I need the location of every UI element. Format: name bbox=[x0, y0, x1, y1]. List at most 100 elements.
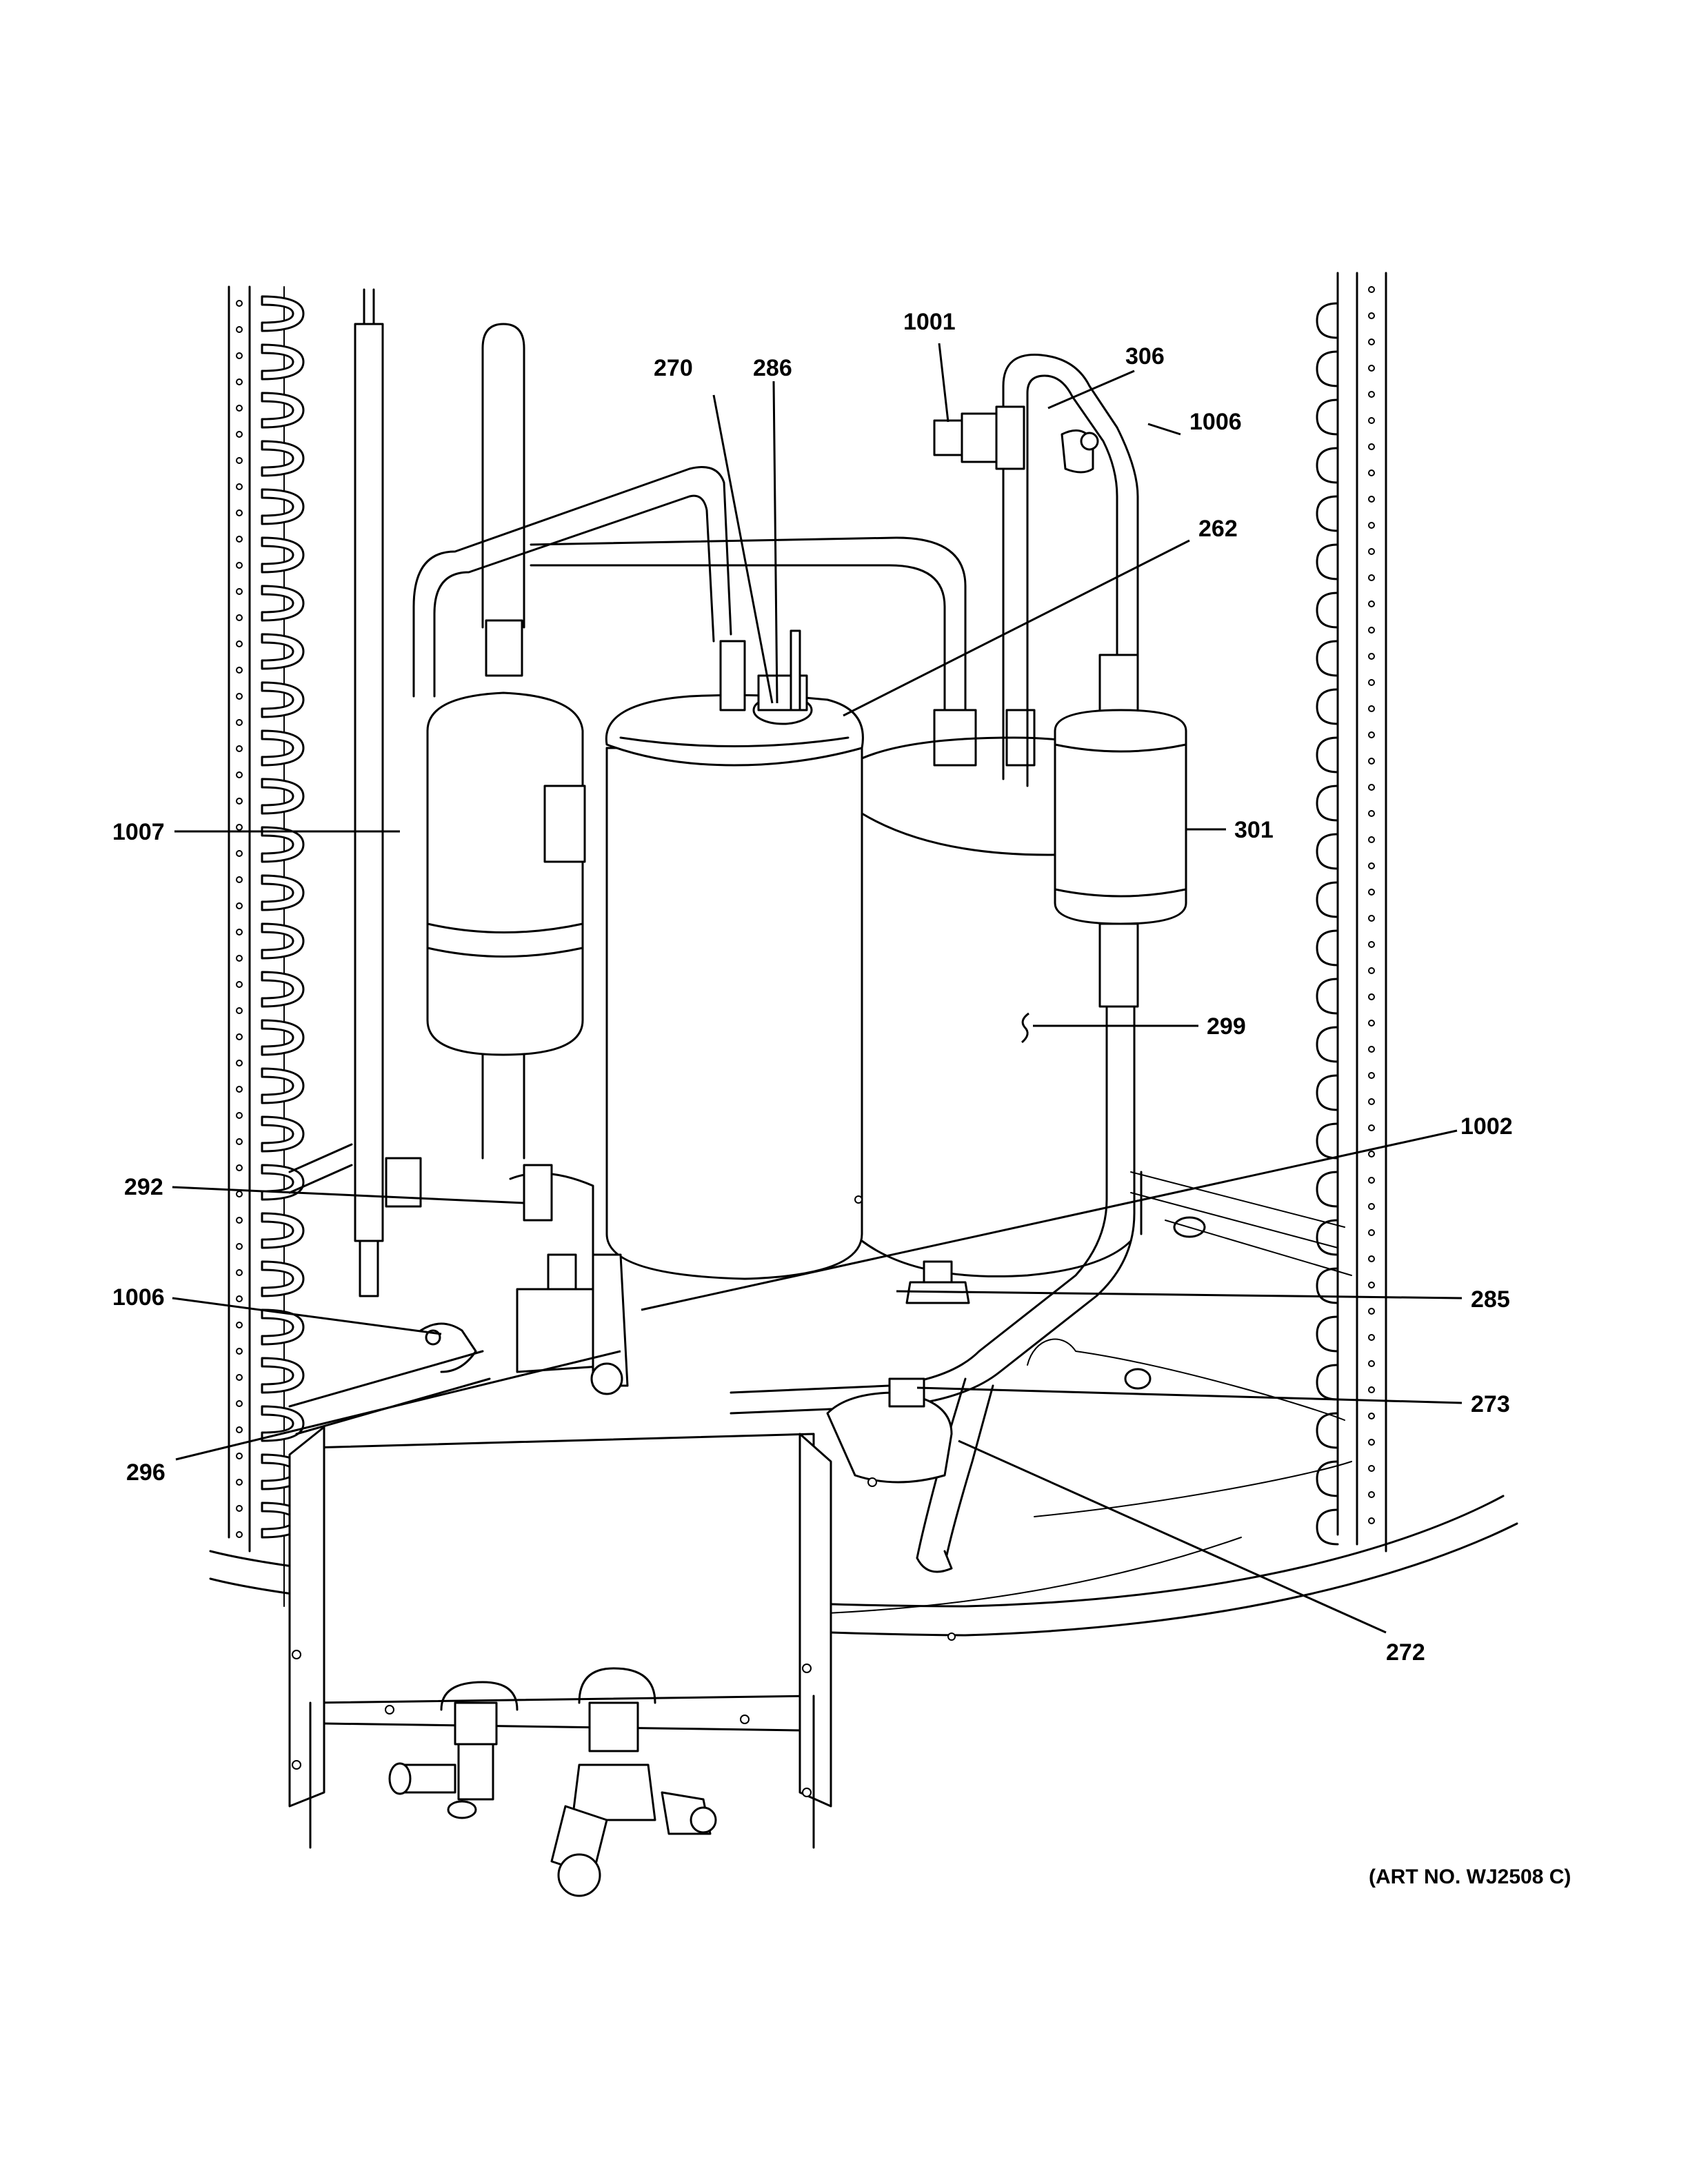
rivet-hole bbox=[1368, 941, 1375, 948]
rivet-hole bbox=[1368, 338, 1375, 345]
discharge-piping bbox=[412, 323, 1139, 787]
rivet-hole bbox=[236, 1479, 243, 1486]
rivet-hole bbox=[1368, 836, 1375, 843]
rivet-hole bbox=[1368, 365, 1375, 372]
rivet-hole bbox=[236, 719, 243, 726]
coil-hairpin bbox=[1316, 1460, 1339, 1497]
rivet-hole bbox=[236, 902, 243, 909]
rivet-hole bbox=[1368, 862, 1375, 869]
rivet-hole bbox=[236, 588, 243, 595]
coil-hairpin bbox=[261, 440, 305, 477]
rivet-hole bbox=[1368, 1072, 1375, 1079]
rivet-hole bbox=[1368, 1386, 1375, 1393]
rivet-hole bbox=[1368, 574, 1375, 581]
coil-hairpin bbox=[261, 1357, 305, 1394]
coil-hairpin bbox=[261, 343, 305, 381]
coil-hairpin bbox=[1316, 1219, 1339, 1256]
coil-hairpin bbox=[1316, 1026, 1339, 1063]
rivet-hole bbox=[236, 1060, 243, 1066]
coil-hairpin bbox=[1316, 785, 1339, 822]
rivet-hole bbox=[1368, 1151, 1375, 1157]
rivet-hole bbox=[236, 431, 243, 438]
callout-306: 306 bbox=[1125, 343, 1165, 370]
rivet-hole bbox=[236, 326, 243, 333]
rivet-hole bbox=[236, 614, 243, 621]
rivet-hole bbox=[236, 1426, 243, 1433]
rivet-hole bbox=[236, 929, 243, 936]
rivet-hole bbox=[1368, 469, 1375, 476]
coil-hairpin bbox=[1316, 447, 1339, 484]
rivet-hole bbox=[236, 1086, 243, 1093]
rivet-hole bbox=[236, 1505, 243, 1512]
rivet-hole bbox=[1368, 627, 1375, 634]
pressure-fittings bbox=[933, 405, 1099, 474]
rivet-hole bbox=[1368, 1360, 1375, 1367]
rivet-hole bbox=[236, 1348, 243, 1355]
rivet-hole bbox=[236, 300, 243, 307]
coil-hairpin bbox=[1316, 398, 1339, 436]
callout-299: 299 bbox=[1207, 1013, 1246, 1040]
rivet-hole bbox=[236, 771, 243, 778]
callout-1007: 1007 bbox=[112, 819, 165, 845]
coil-hairpin bbox=[1316, 640, 1339, 677]
coil-hairpin bbox=[261, 1067, 305, 1104]
rivet-hole bbox=[1368, 1517, 1375, 1524]
rivet-hole bbox=[1368, 758, 1375, 765]
coil-hairpin bbox=[1316, 302, 1339, 339]
rivet-hole bbox=[236, 352, 243, 359]
rivet-hole bbox=[236, 798, 243, 805]
coil-hairpin bbox=[1316, 592, 1339, 629]
coil-hairpin bbox=[261, 1164, 305, 1201]
left-coil-frame bbox=[228, 285, 305, 1607]
callout-296: 296 bbox=[126, 1459, 165, 1486]
rivet-hole bbox=[236, 955, 243, 962]
rivet-hole bbox=[236, 1007, 243, 1014]
coil-hairpin bbox=[261, 826, 305, 863]
rivet-hole bbox=[1368, 1177, 1375, 1184]
callout-273: 273 bbox=[1471, 1391, 1510, 1417]
rivet-hole bbox=[1368, 993, 1375, 1000]
coil-hairpin bbox=[261, 633, 305, 670]
coil-hairpin bbox=[1316, 1267, 1339, 1304]
rivet-hole bbox=[236, 1033, 243, 1040]
rivet-hole bbox=[236, 693, 243, 700]
rivet-hole bbox=[1368, 1308, 1375, 1315]
callout-1006-top: 1006 bbox=[1189, 409, 1242, 435]
coil-hairpin bbox=[261, 1260, 305, 1297]
rivet-hole bbox=[236, 509, 243, 516]
rivet-hole bbox=[1368, 810, 1375, 817]
coil-hairpin bbox=[1316, 1315, 1339, 1353]
callout-1002: 1002 bbox=[1460, 1113, 1513, 1140]
rivet-hole bbox=[1368, 1098, 1375, 1105]
rivet-hole bbox=[236, 457, 243, 464]
coil-hairpin bbox=[261, 1019, 305, 1056]
rivet-hole bbox=[236, 1531, 243, 1538]
coil-hairpin bbox=[261, 1308, 305, 1346]
rivet-hole bbox=[236, 981, 243, 988]
rivet-hole bbox=[1368, 784, 1375, 791]
coil-hairpin bbox=[1316, 1171, 1339, 1208]
rivet-hole bbox=[236, 378, 243, 385]
rivet-hole bbox=[1368, 522, 1375, 529]
callout-262: 262 bbox=[1198, 516, 1238, 542]
rivet-hole bbox=[1368, 1413, 1375, 1419]
rivet-hole bbox=[236, 850, 243, 857]
rivet-hole bbox=[1368, 967, 1375, 974]
coil-hairpin bbox=[1316, 1074, 1339, 1111]
coil-hairpin bbox=[261, 536, 305, 574]
coil-hairpin bbox=[261, 1115, 305, 1153]
coil-hairpin bbox=[261, 1405, 305, 1442]
rivet-hole bbox=[1368, 705, 1375, 712]
callout-1006-left: 1006 bbox=[112, 1284, 165, 1311]
rivet-hole bbox=[236, 1217, 243, 1224]
rivet-hole bbox=[1368, 1046, 1375, 1053]
callout-1001: 1001 bbox=[903, 309, 956, 335]
coil-hairpin bbox=[261, 922, 305, 960]
callout-292: 292 bbox=[124, 1174, 163, 1200]
rivet-hole bbox=[236, 1295, 243, 1302]
rivet-hole bbox=[1368, 286, 1375, 293]
coil-hairpin bbox=[261, 295, 305, 332]
rivet-hole bbox=[236, 1164, 243, 1171]
coil-hairpin bbox=[1316, 1122, 1339, 1160]
coil-hairpin bbox=[1316, 1508, 1339, 1546]
